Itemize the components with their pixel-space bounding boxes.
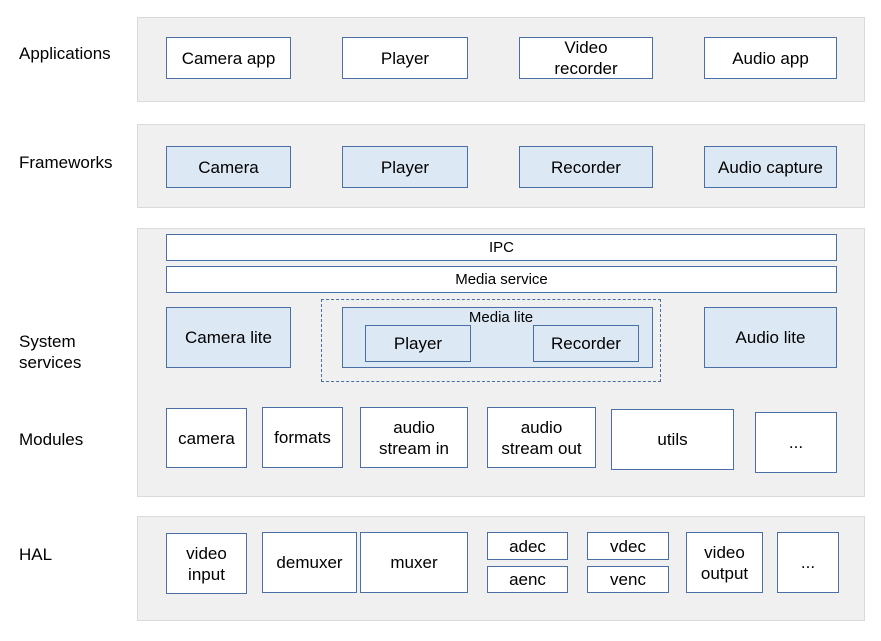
hal-muxer: muxer (360, 532, 468, 593)
hal-more: ... (777, 532, 839, 593)
mod-utils: utils (611, 409, 734, 470)
hal-aenc: aenc (487, 566, 568, 593)
hal-vdec: vdec (587, 532, 669, 560)
mod-audio-stream-in: audio stream in (360, 407, 468, 468)
ss-media-lite-recorder: Recorder (533, 325, 639, 362)
ss-camera-lite: Camera lite (166, 307, 291, 368)
fw-camera: Camera (166, 146, 291, 188)
ss-ipc: IPC (166, 234, 837, 261)
ss-media-service: Media service (166, 266, 837, 293)
app-camera-app: Camera app (166, 37, 291, 79)
ss-media-lite-label: Media lite (468, 309, 534, 326)
fw-recorder: Recorder (519, 146, 653, 188)
mod-audio-stream-out: audio stream out (487, 407, 596, 468)
mod-camera: camera (166, 408, 247, 468)
ss-media-lite-player: Player (365, 325, 471, 362)
fw-audio-capture: Audio capture (704, 146, 837, 188)
label-applications: Applications (19, 44, 111, 63)
app-audio-app: Audio app (704, 37, 837, 79)
mod-formats: formats (262, 407, 343, 468)
app-video-recorder: Video recorder (519, 37, 653, 79)
label-modules: Modules (19, 430, 84, 449)
ss-media-lite-dashed-group (321, 299, 661, 382)
hal-video-input: video input (166, 533, 247, 594)
hal-demuxer: demuxer (262, 532, 357, 593)
fw-player: Player (342, 146, 468, 188)
ss-audio-lite: Audio lite (704, 307, 837, 368)
mod-more: ... (755, 412, 837, 473)
hal-adec: adec (487, 532, 568, 560)
label-frameworks: Frameworks (19, 153, 113, 172)
label-hal: HAL (19, 545, 53, 564)
hal-venc: venc (587, 566, 669, 593)
app-player: Player (342, 37, 468, 79)
hal-video-output: video output (686, 532, 763, 593)
label-system-services: System services (19, 332, 82, 372)
